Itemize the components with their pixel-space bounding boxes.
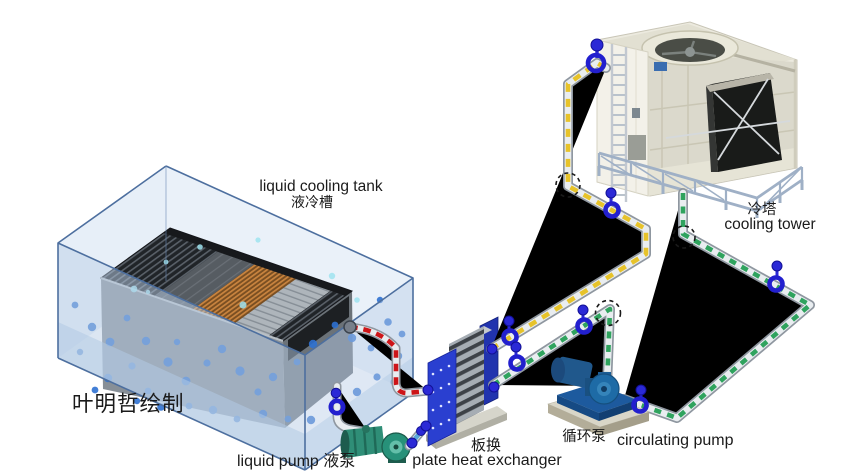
tower-label-zh: 冷塔 xyxy=(748,201,777,218)
ladder xyxy=(610,44,628,202)
valve xyxy=(603,187,621,219)
fan-ring xyxy=(641,30,739,71)
tank-label-en: liquid cooling tank xyxy=(259,178,382,195)
joint-annotation-circle xyxy=(594,299,622,327)
tank-front-left-wall xyxy=(58,243,305,470)
liquid-pump xyxy=(340,425,411,463)
tank-edges xyxy=(57,165,414,471)
cooling-tower xyxy=(596,21,804,218)
hx-label-zh: 板换 xyxy=(471,436,501,454)
hx-label-en: plate heat exchanger xyxy=(412,452,562,469)
valve xyxy=(328,387,346,416)
valve xyxy=(767,260,785,293)
hx-plate-stack xyxy=(449,326,484,428)
hx-port xyxy=(488,381,500,393)
tank-liquid-band-right xyxy=(305,357,413,470)
joint-annotation-circle xyxy=(555,172,581,198)
red-pipe-flange xyxy=(343,320,357,334)
tank-drain-pipe xyxy=(337,386,368,432)
pipe-flange xyxy=(406,437,418,449)
tank-front-right-wall xyxy=(305,278,413,470)
fan-hub xyxy=(685,47,695,57)
tank-label-zh: 液冷槽 xyxy=(291,194,333,210)
hx-bolts xyxy=(431,364,451,430)
watermark: 叶明哲绘制 xyxy=(72,392,185,416)
liquid-cooling-tank xyxy=(57,165,414,471)
valve xyxy=(631,384,649,414)
liquid-pump-label: liquid pump 液泵 xyxy=(237,452,355,470)
hot-pipe-red xyxy=(343,320,428,393)
tower-access-panel xyxy=(628,135,646,160)
valve xyxy=(508,341,526,372)
joint-annotation-circle xyxy=(672,225,696,249)
tower-label-en: cooling tower xyxy=(724,216,815,233)
tower-fill-media xyxy=(665,73,791,172)
circulating-pump-label-zh: 循环泵 xyxy=(562,428,606,445)
circulating-pump-label-en: circulating pump xyxy=(617,432,734,449)
hx-port xyxy=(420,420,432,432)
pump-motor xyxy=(555,356,593,388)
valves xyxy=(328,38,785,416)
fan-motor xyxy=(654,62,667,71)
hx-front-panel xyxy=(427,348,457,447)
tower-return-pipe-green xyxy=(624,193,810,418)
circulating-pump xyxy=(547,356,650,436)
valve xyxy=(585,38,607,74)
hx-port xyxy=(422,384,434,396)
valve xyxy=(575,304,593,335)
hx-port xyxy=(486,343,498,355)
tower-supply-pipe-yellow xyxy=(491,63,646,349)
tower-base-frame xyxy=(597,151,804,218)
valve xyxy=(501,315,519,346)
